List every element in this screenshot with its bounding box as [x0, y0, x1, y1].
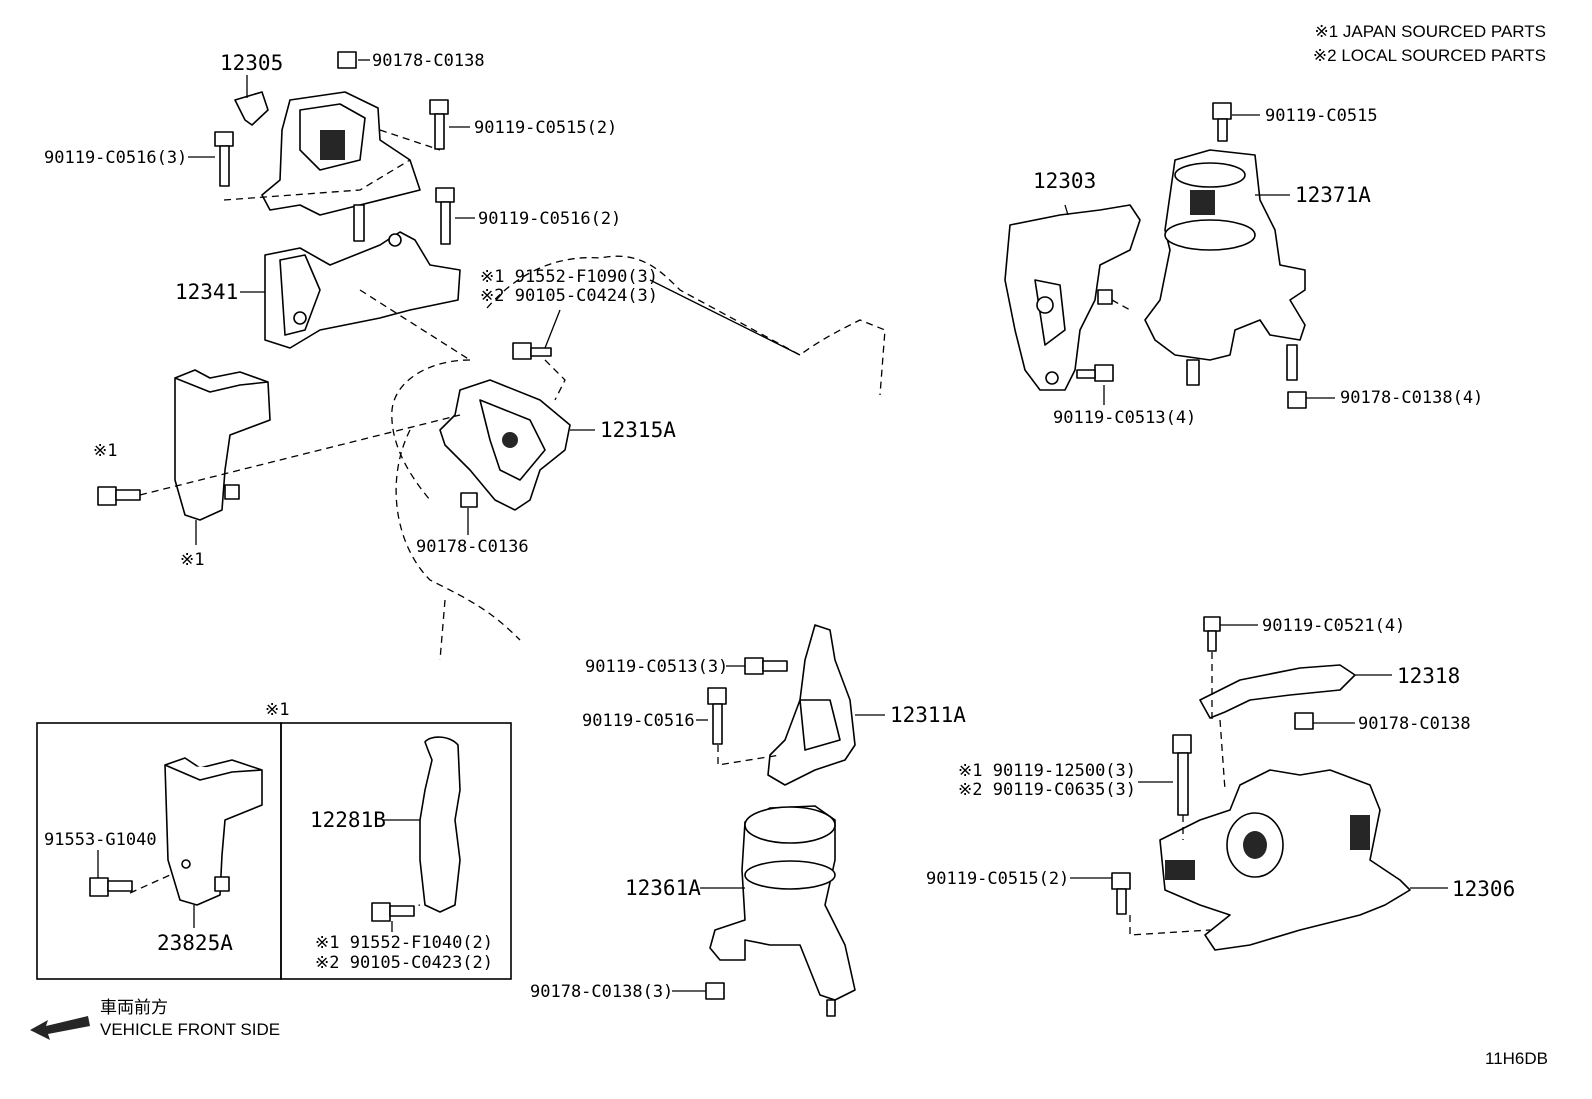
- label-90178-C0138-mid: 90178-C0138: [1358, 714, 1471, 734]
- part-12311A-bracket: [707, 624, 856, 786]
- part-labels: 12305 90178-C0138 90119-C0516(3) 90119-C…: [44, 51, 1515, 1002]
- label-23825A: 23825A: [157, 931, 233, 955]
- part-12306-mount: [1111, 712, 1411, 951]
- part-12315A-bracket: [439, 342, 571, 511]
- front-side-en: VEHICLE FRONT SIDE: [100, 1020, 280, 1039]
- part-12281B-hook: [371, 736, 461, 922]
- vehicle-front-arrow-icon: [30, 1016, 90, 1040]
- part-12361A-mount: [705, 805, 856, 1017]
- diagram-code: 11H6DB: [1485, 1049, 1548, 1068]
- label-90119-C0513-4: 90119-C0513(4): [1053, 408, 1196, 428]
- bolt-90119-C0515-2-top: [429, 99, 449, 150]
- bolt-90119-C0516-3: [214, 131, 234, 187]
- bolt-90119-C0516-2: [435, 187, 455, 245]
- label-90119-C0516: 90119-C0516: [582, 711, 695, 731]
- part-12305-mount: [234, 51, 421, 216]
- label-90178-C0136: 90178-C0136: [416, 537, 529, 557]
- label-90119-C0521-4: 90119-C0521(4): [1262, 616, 1405, 636]
- front-side-jp: 車両前方: [100, 998, 168, 1017]
- label-90178-C0138-top: 90178-C0138: [372, 51, 485, 71]
- label-90105-C0423: ※2 90105-C0423(2): [315, 953, 493, 973]
- label-12315A: 12315A: [600, 418, 676, 442]
- label-90119-C0516-3: 90119-C0516(3): [44, 148, 187, 168]
- inset-leaders: [97, 819, 420, 932]
- part-12371A-mount: [1144, 102, 1307, 409]
- part-12341-bracket: [264, 231, 461, 349]
- label-90105-C0424: ※2 90105-C0424(3): [480, 286, 658, 306]
- label-12361A: 12361A: [625, 876, 701, 900]
- stud: [353, 204, 365, 242]
- inset-box-mark1: [36, 722, 512, 980]
- label-12281B: 12281B: [310, 808, 386, 832]
- label-12306: 12306: [1452, 877, 1515, 901]
- label-mark1-box: ※1: [265, 700, 289, 720]
- label-91552-F1040: ※1 91552-F1040(2): [315, 933, 493, 953]
- label-12305: 12305: [220, 51, 283, 75]
- label-90119-C0515-2-bot: 90119-C0515(2): [926, 869, 1069, 889]
- label-91553-G1040: 91553-G1040: [44, 830, 157, 850]
- note-japan-sourced: ※1 JAPAN SOURCED PARTS: [1314, 22, 1546, 41]
- part-23825A-bracket: [89, 757, 263, 906]
- part-left-bracket-mark1: [97, 369, 271, 521]
- label-90178-C0138-3: 90178-C0138(3): [530, 982, 673, 1002]
- label-12303: 12303: [1033, 169, 1096, 193]
- label-90119-12500: ※1 90119-12500(3): [958, 761, 1136, 781]
- label-90119-C0513-3: 90119-C0513(3): [585, 657, 728, 677]
- note-local-sourced: ※2 LOCAL SOURCED PARTS: [1313, 46, 1546, 65]
- label-91552-F1090: ※1 91552-F1090(3): [480, 267, 658, 287]
- label-12311A: 12311A: [890, 703, 966, 727]
- leader-lines: [188, 59, 1448, 992]
- label-90119-C0515-right: 90119-C0515: [1265, 106, 1378, 126]
- label-12341: 12341: [175, 280, 238, 304]
- label-12318: 12318: [1397, 664, 1460, 688]
- label-mark1-a: ※1: [93, 441, 117, 461]
- bolt-group-top-left: [214, 99, 455, 245]
- vehicle-front-label: 車両前方 VEHICLE FRONT SIDE: [100, 998, 280, 1039]
- dashed-guide-lines: [129, 129, 1226, 936]
- source-notes: ※1 JAPAN SOURCED PARTS ※2 LOCAL SOURCED …: [1313, 22, 1546, 65]
- label-mark1-b: ※1: [180, 550, 204, 570]
- label-12371A: 12371A: [1295, 183, 1371, 207]
- label-90178-C0138-4: 90178-C0138(4): [1340, 388, 1483, 408]
- part-12318-stay: [1199, 616, 1356, 719]
- label-90119-C0515-2-top: 90119-C0515(2): [474, 118, 617, 138]
- label-90119-C0516-2: 90119-C0516(2): [478, 209, 621, 229]
- part-12303-bracket: [1004, 204, 1141, 391]
- label-90119-C0635: ※2 90119-C0635(3): [958, 780, 1136, 800]
- engine-outline: [391, 255, 886, 661]
